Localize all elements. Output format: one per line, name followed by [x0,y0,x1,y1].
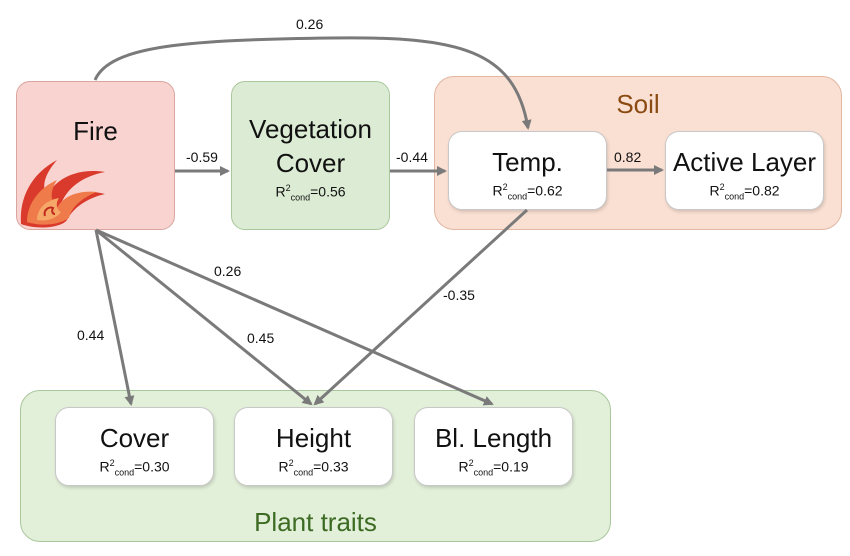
cover-r2: R2cond=0.30 [99,458,170,478]
bl-length-label: Bl. Length [434,423,553,453]
plant-traits-title: Plant traits [254,507,377,537]
coef-fire-cover: 0.44 [77,327,105,343]
coef-temp-height: -0.35 [443,287,475,303]
arrow-fire-temp [93,36,532,130]
bl-length-node: Bl. Length R2cond=0.19 [414,407,573,486]
active-layer-r2: R2cond=0.82 [709,182,780,202]
height-r2: R2cond=0.33 [278,458,349,478]
temp-node: Temp. R2cond=0.62 [448,131,607,210]
cover-node: Cover R2cond=0.30 [55,407,214,486]
coef-fire-veg: -0.59 [186,149,218,165]
cover-label: Cover [99,423,170,453]
active-layer-node: Active Layer R2cond=0.82 [665,131,824,210]
coef-fire-temp: 0.26 [296,16,324,32]
bl-length-r2: R2cond=0.19 [458,458,529,478]
coef-temp-active: 0.82 [614,149,642,165]
arrow-fire-height [95,228,313,406]
active-layer-label: Active Layer [672,147,817,177]
vegetation-cover-node: Vegetation Cover R2cond=0.56 [231,81,390,230]
coef-fire-bllength: 0.26 [214,263,242,279]
fire-label: Fire [73,116,118,146]
flame-icon [20,160,106,228]
height-label: Height [275,423,352,453]
temp-label: Temp. [492,147,563,177]
arrow-temp-height [313,208,529,406]
vegetation-line2: Cover [275,148,346,178]
vegetation-line1: Vegetation [249,114,372,144]
coef-veg-temp: -0.44 [396,149,428,165]
arrow-fire-bllength [95,228,494,406]
height-node: Height R2cond=0.33 [234,407,393,486]
coef-fire-height: 0.45 [247,330,275,346]
arrow-fire-cover [94,229,135,406]
vegetation-r2: R2cond=0.56 [275,183,346,203]
fire-node: Fire [16,81,175,230]
temp-r2: R2cond=0.62 [492,182,563,202]
soil-title: Soil [616,89,660,119]
